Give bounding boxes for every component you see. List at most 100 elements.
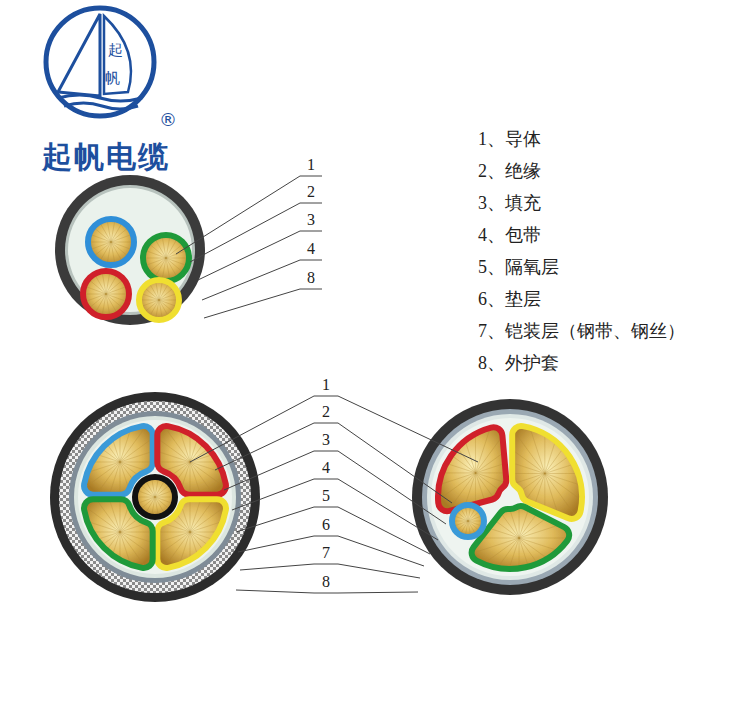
cable-part (176, 176, 322, 318)
strand-line (119, 532, 120, 604)
strand-line (140, 293, 159, 300)
strand-line (140, 484, 155, 497)
legend-item: 7、铠装层（钢带、钢丝） (478, 322, 685, 342)
cable-part (143, 235, 189, 281)
strand-line (152, 477, 155, 497)
strand-line (519, 538, 520, 610)
strand-line (487, 431, 545, 473)
strand-line (148, 258, 166, 273)
strand-line (144, 300, 159, 313)
cable-part (88, 219, 134, 265)
cable-part (83, 271, 129, 317)
callout-number: 6 (322, 516, 330, 534)
callout-number: 5 (322, 487, 330, 505)
cable-part (83, 271, 129, 316)
leader-line (190, 203, 322, 262)
cable-part (46, 8, 154, 116)
leader-line (202, 260, 322, 300)
strand-line (473, 473, 545, 474)
leader-line (236, 590, 418, 593)
cable-part (472, 506, 570, 569)
cable-part (58, 95, 142, 101)
strand-line (159, 300, 162, 320)
strand-line (136, 497, 155, 504)
strand-line (476, 404, 498, 472)
legend-item: 5、隔氧层 (478, 258, 559, 278)
strand-line (106, 294, 128, 302)
leader-line (176, 176, 322, 254)
cable-part (438, 427, 506, 511)
strand-line (159, 287, 174, 300)
leader-line (238, 536, 424, 566)
logo-char: 帆 (105, 70, 120, 87)
cable-part (431, 418, 589, 576)
callout-number: 3 (322, 431, 330, 449)
cable-part (69, 411, 241, 583)
strand-line (107, 219, 111, 242)
cable-part (135, 477, 175, 516)
cable-part (83, 271, 129, 317)
strand-line (523, 405, 545, 473)
strand-line (111, 242, 129, 257)
leader-line (215, 423, 452, 503)
cable-part (135, 477, 175, 517)
strand-line (166, 258, 184, 273)
strand-line (166, 258, 189, 259)
logo-char: 起 (108, 42, 123, 59)
cable-part (50, 392, 260, 602)
strand-line (88, 279, 106, 294)
strand-line (111, 242, 133, 250)
cable-part (139, 280, 179, 320)
cable-part (58, 14, 100, 96)
strand-line (119, 460, 120, 532)
strand-line (190, 460, 191, 532)
strand-line (190, 390, 191, 462)
legend-item: 2、绝缘 (478, 162, 541, 182)
cable-part (83, 271, 129, 317)
legend-item: 6、垫层 (478, 290, 541, 310)
cable-part (88, 219, 134, 265)
strand-line (48, 461, 120, 462)
callout-number: 1 (322, 376, 330, 394)
brand-name: 起帆电缆 (42, 140, 170, 173)
strand-line (136, 490, 155, 497)
cable-part (59, 401, 251, 593)
strand-line (93, 242, 111, 257)
legend-item: 4、包带 (478, 226, 541, 246)
cable-part (48, 390, 262, 604)
cable-part (48, 460, 192, 604)
callout-number: 8 (322, 573, 330, 591)
strand-line (166, 258, 188, 266)
leader-line (224, 451, 446, 524)
cable-part (135, 477, 175, 517)
strand-line (88, 294, 106, 309)
callout-number: 7 (322, 544, 330, 562)
strand-line (159, 293, 178, 300)
strand-line (106, 294, 124, 309)
strand-line (83, 294, 106, 295)
cable-part (404, 399, 617, 610)
cable-part (139, 280, 179, 319)
cable-part (190, 396, 478, 593)
cable-part (143, 235, 189, 281)
strand-line (93, 227, 111, 242)
strand-line (166, 258, 170, 281)
strand-line (155, 490, 174, 497)
strand-line (143, 258, 166, 259)
strand-line (106, 286, 128, 294)
cable-part (74, 416, 236, 578)
strand-line (148, 243, 166, 258)
strand-line (155, 497, 174, 504)
strand-line (106, 294, 129, 295)
callout-number: 1 (307, 156, 315, 174)
strand-line (118, 461, 190, 462)
strand-line (106, 279, 124, 294)
leader-line (236, 507, 430, 554)
cable-part (48, 390, 192, 534)
cable-part (447, 466, 591, 610)
strand-line (145, 497, 155, 514)
cable-part (452, 505, 484, 537)
leader-line (232, 479, 438, 540)
cable-part (78, 420, 232, 574)
